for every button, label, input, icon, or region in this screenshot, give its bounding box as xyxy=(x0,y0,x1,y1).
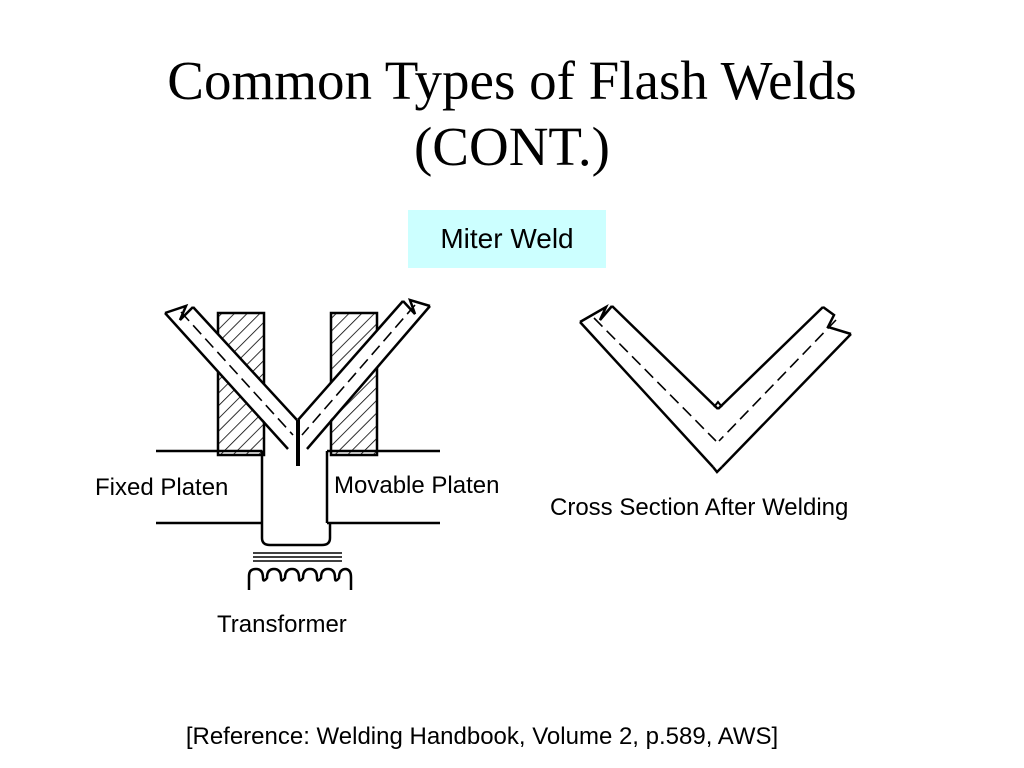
title-line-2: (CONT.) xyxy=(413,116,611,177)
transformer-core xyxy=(253,552,342,562)
title-line-1: Common Types of Flash Welds xyxy=(167,50,857,111)
fixed-platen xyxy=(156,449,264,525)
left-workpiece xyxy=(164,303,298,451)
movable-platen-label: Movable Platen xyxy=(334,472,500,499)
movable-platen xyxy=(325,449,440,525)
transformer-leads xyxy=(260,523,332,547)
fixed-platen-label: Fixed Platen xyxy=(95,474,229,501)
cross-section-after-welding xyxy=(579,303,852,474)
right-workpiece xyxy=(297,298,431,451)
weld-joint xyxy=(296,420,300,466)
transformer-label: Transformer xyxy=(217,611,347,638)
cross-section-label: Cross Section After Welding xyxy=(550,494,849,521)
miter-weld-badge: Miter Weld xyxy=(408,210,606,268)
slide-title: Common Types of Flash Welds (CONT.) xyxy=(0,48,1024,180)
reference-citation: [Reference: Welding Handbook, Volume 2, … xyxy=(185,723,779,750)
transformer-coil xyxy=(247,567,353,590)
